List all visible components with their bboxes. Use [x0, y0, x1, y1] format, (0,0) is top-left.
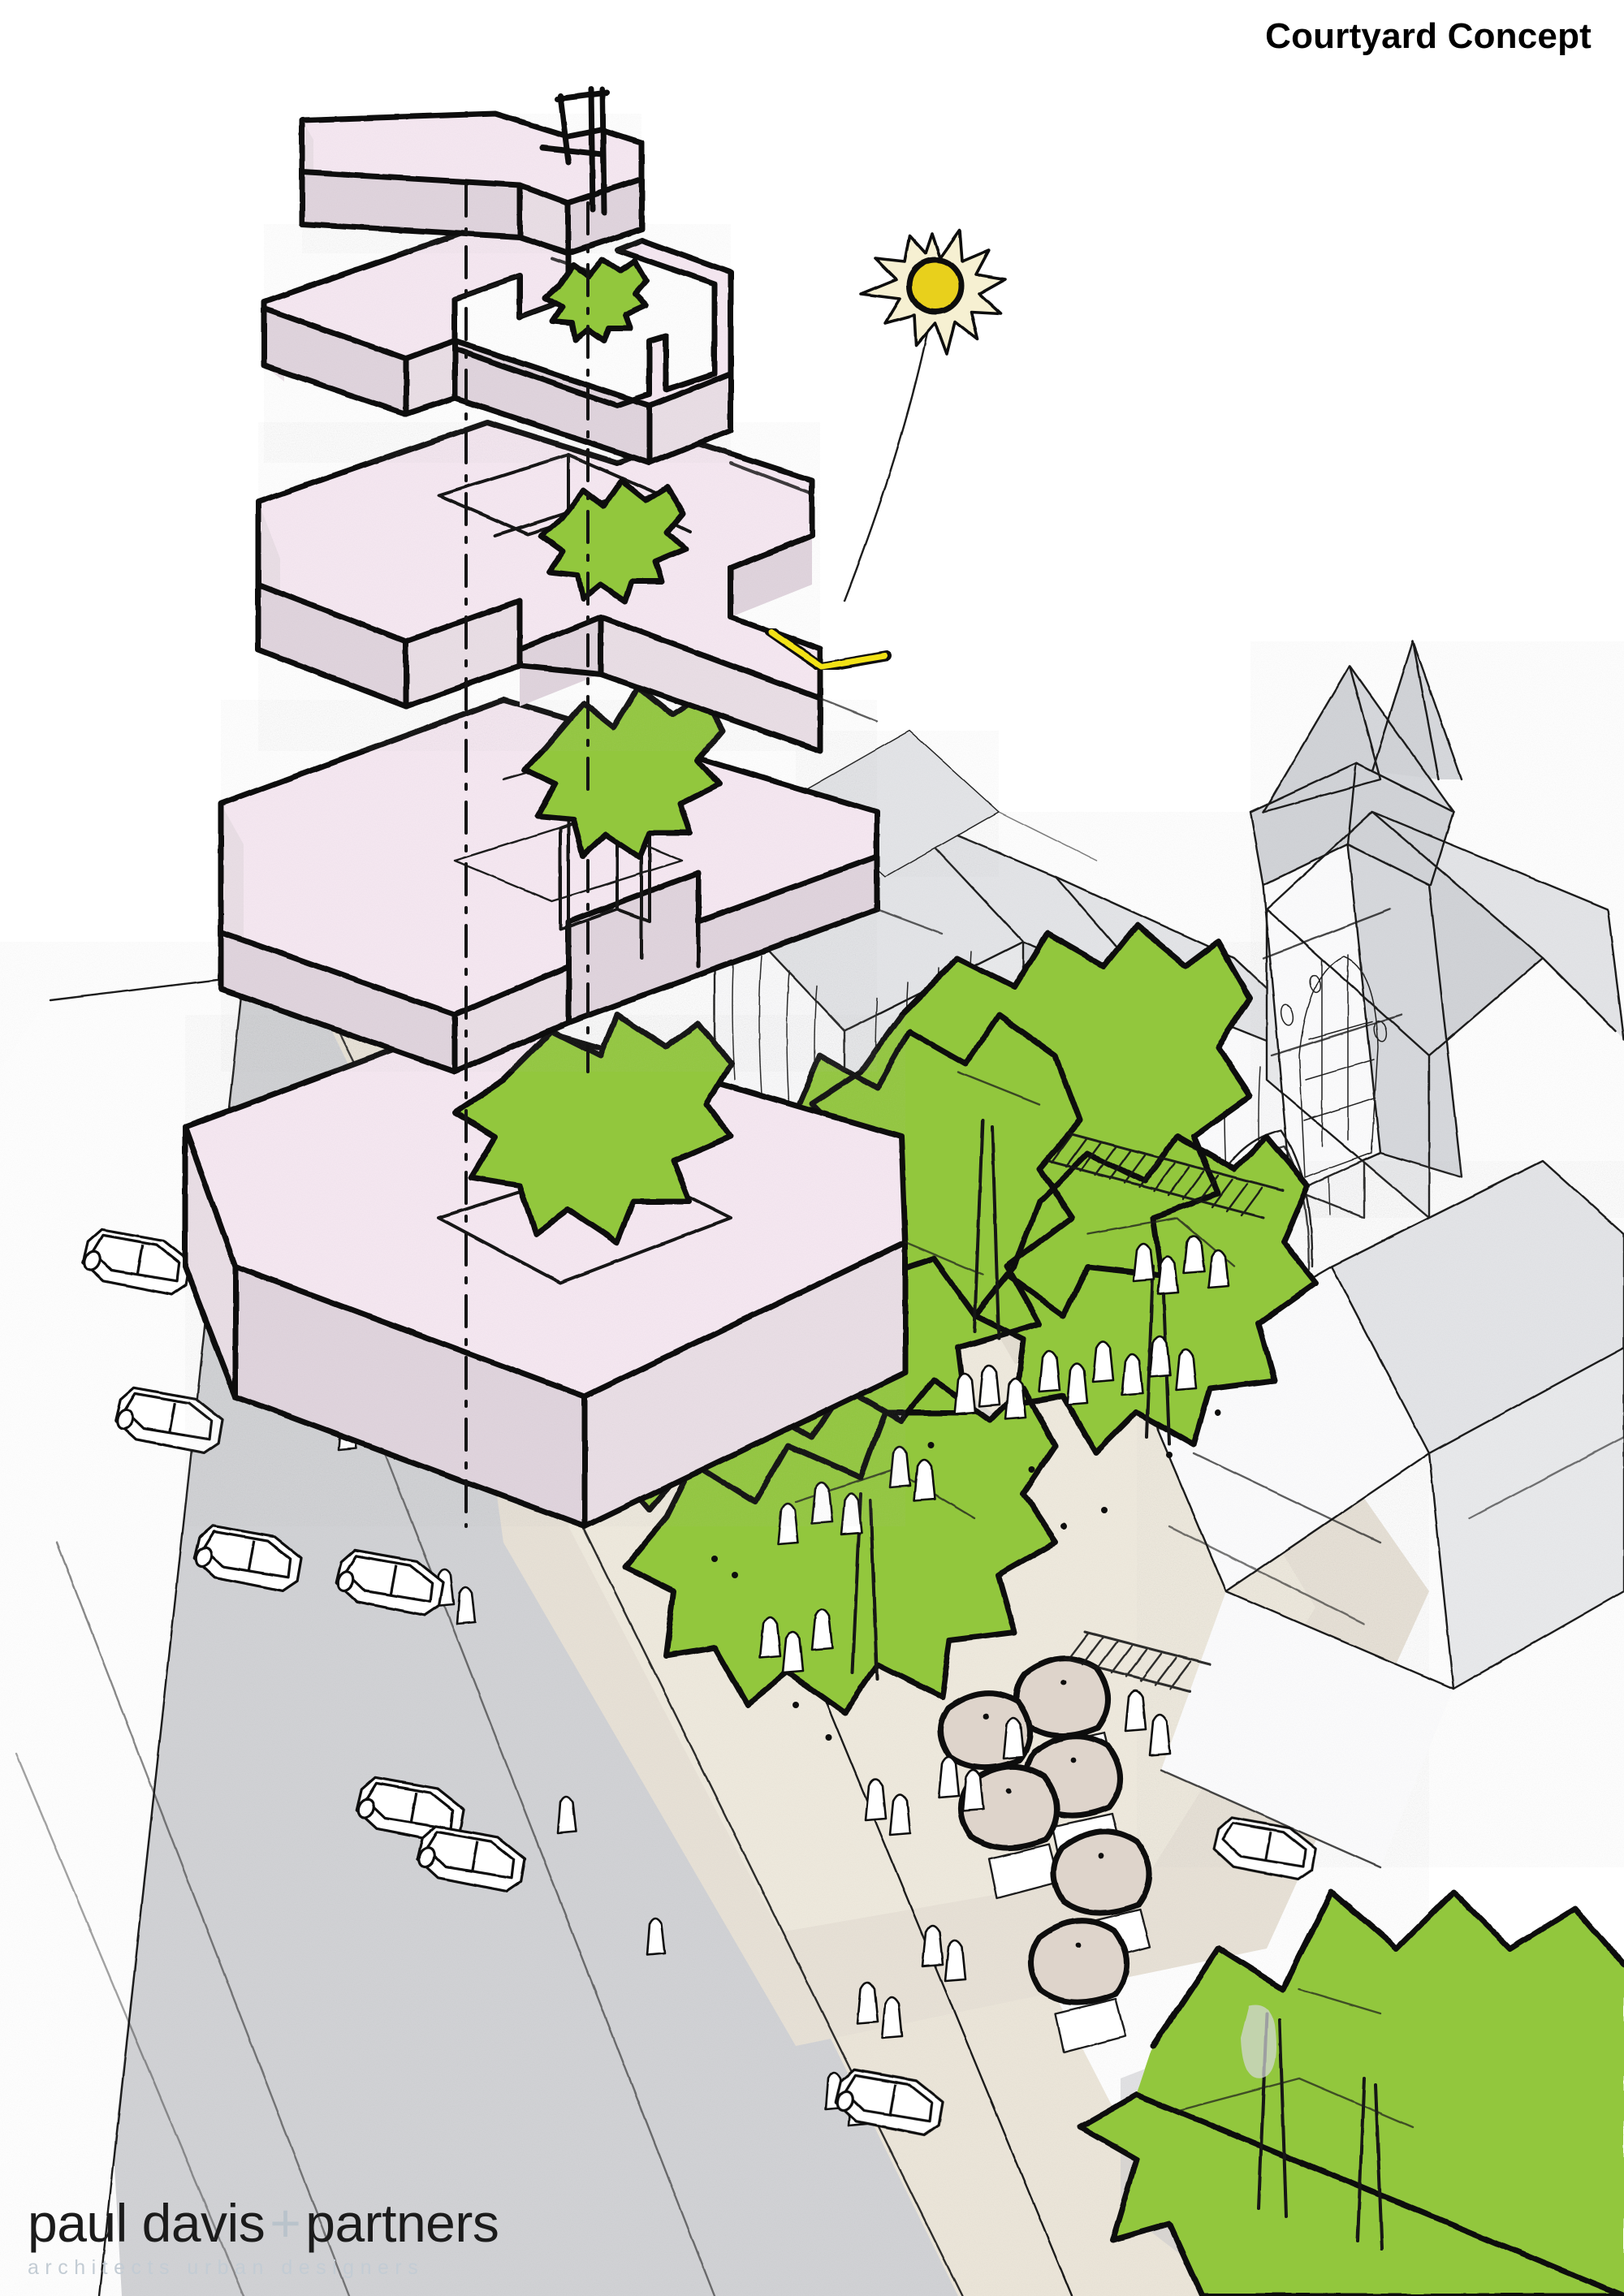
alignment-axes [464, 183, 590, 1528]
practice-logo: paul davis+partners architects urban des… [28, 2196, 499, 2278]
cars [81, 1228, 1317, 2137]
level-3-side-front [258, 585, 406, 706]
level-3-courtyard-planting-outline [538, 477, 689, 604]
level-4-roof-planting-outline [542, 257, 650, 344]
level-5-slab [299, 86, 645, 257]
level-2-side-front-r [455, 966, 568, 1072]
level-1-side-left [185, 1127, 235, 1396]
logo-plus-icon: + [270, 2193, 301, 2253]
level-2-side-right [568, 857, 877, 1023]
logo-wordmark: paul davis+partners [28, 2196, 499, 2250]
level-4-side-right2 [650, 373, 731, 463]
level-5-top [302, 114, 641, 203]
sun-study [764, 229, 1007, 673]
terrace-roof-b [901, 812, 1161, 999]
level-2-roof-garden [525, 687, 723, 857]
tree-canopy-lower-cluster [625, 1380, 1056, 1713]
bottom-right-tree-mass [1077, 1888, 1624, 2296]
level-4-side-front [264, 309, 406, 414]
church-pinnacle-right [1372, 641, 1439, 779]
church-transept-roof [1372, 812, 1624, 1039]
page-title: Courtyard Concept [1265, 16, 1592, 56]
level-3-courtyard-planting [541, 481, 685, 601]
level-2-slab [218, 684, 880, 1075]
level-4-front-r [406, 341, 455, 414]
level-2-side-front [221, 932, 455, 1072]
level-5-side-mid [520, 185, 568, 253]
logo-tagline: architects urban designers [28, 2256, 425, 2279]
logo-name-second: partners [305, 2193, 499, 2253]
level-3-side-f2 [406, 601, 520, 706]
context-link-lines [818, 697, 984, 1276]
bottom-tree-canopy [1080, 1892, 1624, 2296]
level-3-slab [255, 419, 823, 754]
people-figures [240, 1234, 1230, 2127]
sun-icon [859, 229, 1007, 356]
church-pinnacle-left [1263, 666, 1380, 812]
tree-canopy-church-side [974, 1137, 1315, 1453]
stall-group [938, 1655, 1152, 2054]
level-3-side-right [601, 617, 820, 751]
level-5-circulation-core [539, 86, 611, 216]
church-window [1280, 954, 1388, 1178]
title-block: Courtyard Concept [1265, 16, 1592, 56]
sun-path-marker [764, 625, 892, 673]
level-4-top [264, 224, 731, 406]
right-block-lower [1161, 1591, 1453, 1867]
logo-name-first: paul davis [28, 2193, 266, 2253]
level-1-roof-planting-outline [451, 1012, 734, 1245]
level-4-slab [261, 221, 734, 466]
bottom-tree-inner-leaf [1241, 2005, 1276, 2079]
bottom-tree-outline [1077, 1888, 1624, 2296]
level-1-roof-planting [455, 1015, 731, 1242]
arcade-hatching [1047, 1132, 1285, 1693]
church [1200, 640, 1624, 1271]
level-1-side-front [235, 1267, 585, 1526]
level-3-top [258, 422, 820, 698]
level-1-side-right [585, 1242, 905, 1526]
level-4-side-right [455, 341, 650, 463]
level-3-notch [731, 536, 812, 617]
market-stalls [938, 1655, 1152, 2054]
right-block-side [1429, 1348, 1624, 1689]
right-block-roof [1332, 1161, 1624, 1453]
sun-ray-line [843, 331, 929, 602]
street-far-verge [0, 971, 244, 2296]
